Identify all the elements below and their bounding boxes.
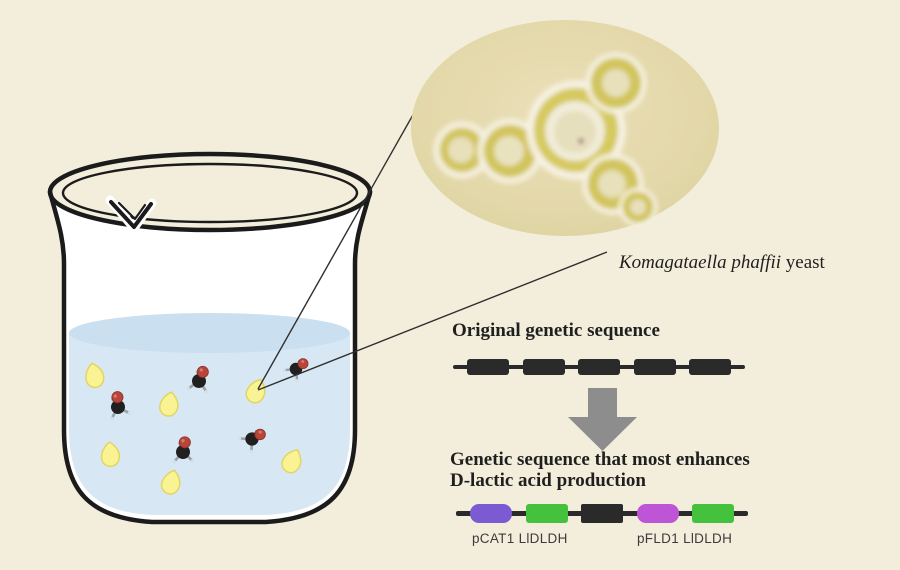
- beaker-rim-inner: [61, 162, 359, 224]
- original-sequence-title: Original genetic sequence: [452, 320, 660, 341]
- callout-lines: [257, 66, 608, 391]
- callout-line-lower: [257, 251, 608, 391]
- inset-caption: Komagataella phaffii yeast: [619, 252, 825, 274]
- modified-sequence-diagram: [456, 504, 748, 523]
- modified-sequence-title-line2: D-lactic acid production: [450, 470, 646, 491]
- sequence-segment-gene: [467, 359, 509, 375]
- beaker-outline: [47, 189, 373, 525]
- species-suffix: yeast: [781, 252, 825, 273]
- sequence-segment-gene: [633, 359, 676, 375]
- callout-line-upper: [257, 66, 441, 390]
- modified-sequence-title-line1: Genetic sequence that most enhances: [450, 449, 750, 470]
- sequence-segment-gene: [689, 359, 731, 375]
- segment-label-pFLD1-LlDLDH: pFLD1 LlDLDH: [637, 531, 733, 546]
- liquid-surface: [69, 313, 350, 353]
- microscopy-inset: [411, 20, 719, 236]
- sequence-segment-gene: [522, 359, 565, 375]
- beaker-spout: [105, 195, 157, 233]
- sequence-segment-pFLD1: [636, 504, 679, 523]
- sequence-segment-LlDLDH: [692, 504, 734, 523]
- liquid: [69, 313, 350, 515]
- segment-label-pCAT1-LlDLDH: pCAT1 LlDLDH: [472, 531, 568, 546]
- sequence-segment-gene: [578, 359, 620, 375]
- modified-sequence-segments: [456, 504, 748, 523]
- sequence-segment-spacer: [581, 504, 623, 523]
- inset-yeast-cluster: [433, 52, 658, 227]
- original-sequence-segments: [453, 359, 745, 375]
- original-sequence-diagram: [453, 359, 745, 375]
- beaker: [47, 151, 373, 525]
- sequence-segment-pCAT1: [470, 504, 512, 523]
- sequence-segment-LlDLDH: [525, 504, 568, 523]
- modified-sequence-title: Genetic sequence that most enhances D-la…: [450, 449, 750, 491]
- beaker-rim-outer: [47, 151, 373, 233]
- species-name: Komagataella phaffii: [619, 252, 782, 273]
- down-arrow-icon: [568, 388, 637, 451]
